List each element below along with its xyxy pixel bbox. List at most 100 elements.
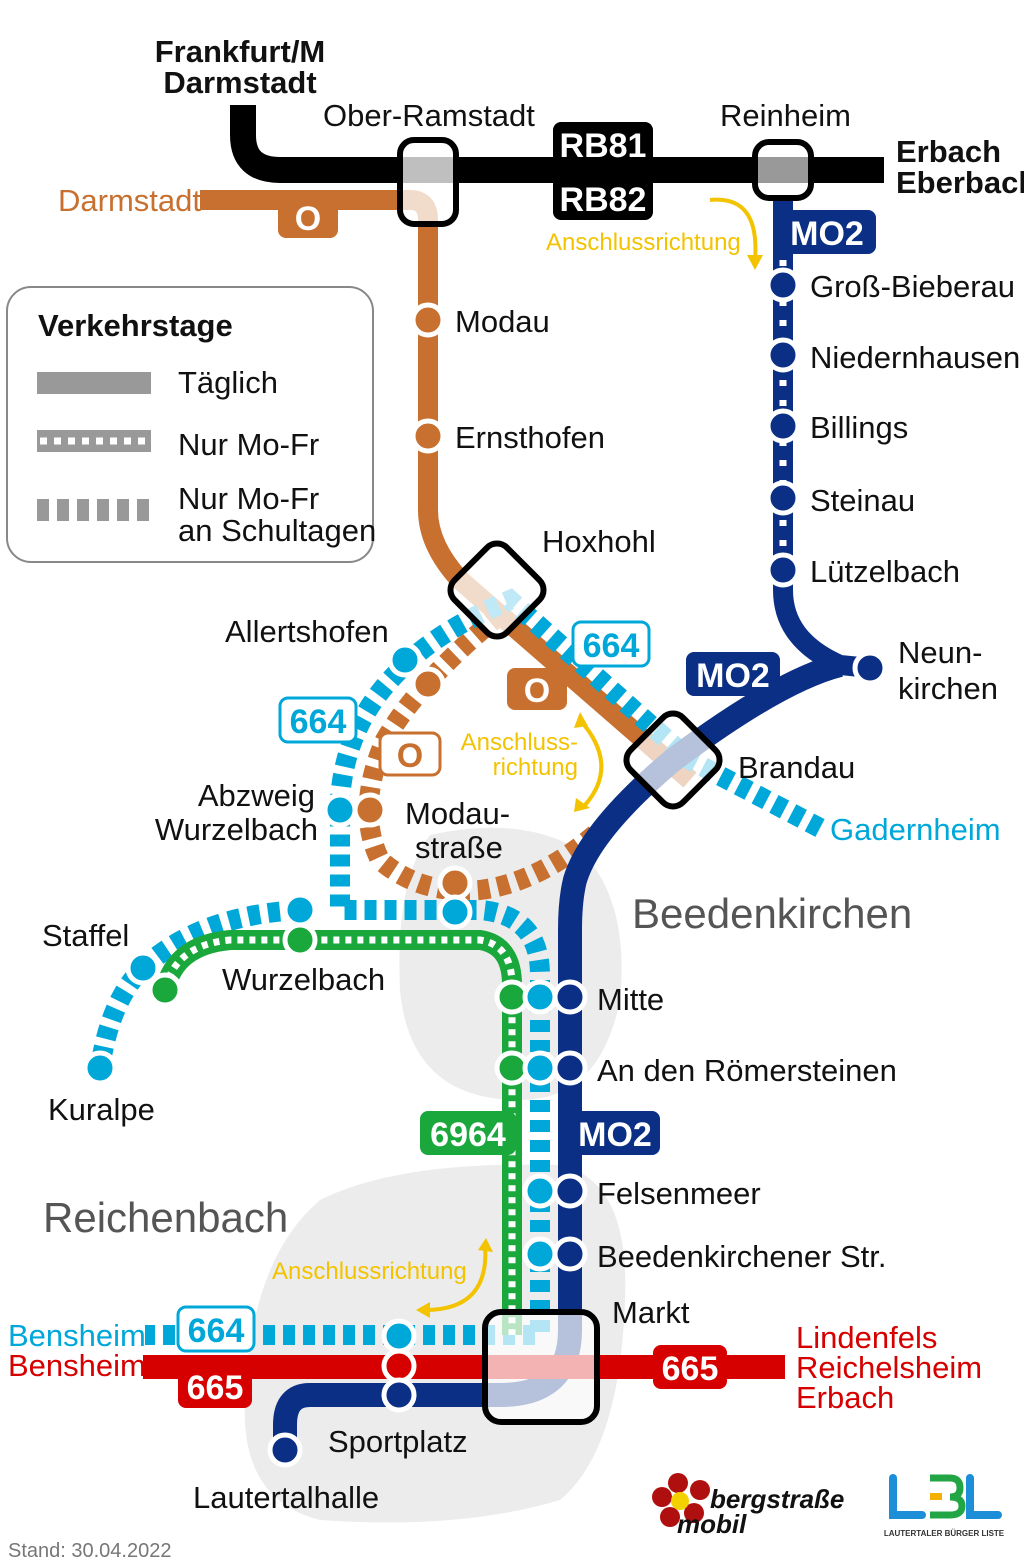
badge-mo2-top-bg <box>778 210 876 254</box>
stop-neunkirchen[interactable] <box>852 650 888 686</box>
label-brandau: Brandau <box>738 750 855 785</box>
label-wurzelbach: Wurzelbach <box>222 962 385 997</box>
lbl-logo-dot <box>930 1493 942 1500</box>
badge-664-left-bg <box>278 696 358 744</box>
label-gross-bieberau: Groß-Bieberau <box>810 269 1015 304</box>
label-beedenkirchener-str: Beedenkirchener Str. <box>597 1239 887 1274</box>
lbl-logo-b <box>930 1474 966 1519</box>
stop-luetzelbach[interactable] <box>765 552 801 588</box>
badge-664-brandau[interactable]: 664 <box>571 620 651 668</box>
stop-allertshofen-664[interactable] <box>387 642 423 678</box>
hint-brandau-2: richtung <box>493 754 578 781</box>
badge-6964-text: 6964 <box>430 1116 506 1154</box>
logo-bergstrasse-text: bergstraße <box>710 1484 844 1514</box>
rail-dest-right-2: Eberbach <box>896 165 1024 200</box>
badge-o-top-text: O <box>295 200 321 238</box>
legend-swatch-daily <box>37 372 151 394</box>
stop-modaustrasse[interactable] <box>437 865 473 901</box>
badge-664-bottom-text: 664 <box>188 1312 245 1350</box>
badge-rb81-bg <box>553 122 653 166</box>
badge-664-bottom[interactable]: 664 <box>176 1305 256 1353</box>
label-lautertalhalle: Lautertalhalle <box>193 1480 379 1515</box>
logo-mobil-text: mobil <box>677 1509 747 1539</box>
badge-6964[interactable]: 6964 <box>420 1111 516 1155</box>
stop-kuralpe[interactable] <box>82 1050 118 1086</box>
badge-rb81-text: RB81 <box>560 127 647 165</box>
legend: Verkehrstage Täglich Nur Mo-Fr Nur Mo-Fr… <box>6 286 376 563</box>
stop-beedenkirchener-mo2[interactable] <box>552 1236 588 1272</box>
arrow-reinheim <box>709 197 758 261</box>
hint-reinheim: Anschlussrichtung <box>546 229 741 256</box>
arrow-brandau <box>578 718 604 807</box>
label-hoxhohl: Hoxhohl <box>542 524 656 559</box>
badge-rb82[interactable]: RB82 <box>553 176 653 220</box>
logo-flower-petal <box>684 1503 704 1523</box>
lbl-logo-subtitle: LAUTERTALER BÜRGER LISTE <box>884 1529 1005 1538</box>
badge-mo2-top[interactable]: MO2 <box>778 210 876 254</box>
badge-rb81[interactable]: RB81 <box>553 122 653 166</box>
arrowhead-markt-up <box>478 1238 493 1252</box>
stop-wurzelbach-6964[interactable] <box>282 922 318 958</box>
stop-staffel-6964[interactable] <box>147 972 183 1008</box>
badge-mo2-low-bg <box>570 1111 660 1155</box>
stop-beedenkirchener-664[interactable] <box>522 1236 558 1272</box>
bergstrasse-mobil-logo: bergstraße mobil <box>652 1473 844 1539</box>
badge-665-left[interactable]: 665 <box>178 1364 252 1408</box>
label-abzweig-wurzelbach-2: Wurzelbach <box>155 812 318 847</box>
stop-lautertalhalle[interactable] <box>267 1432 303 1468</box>
badge-rb82-bg <box>553 176 653 220</box>
stop-felsenmeer-664[interactable] <box>522 1173 558 1209</box>
stop-felsenmeer-mo2[interactable] <box>552 1173 588 1209</box>
badge-o-top-bg <box>278 196 338 238</box>
badge-665-right[interactable]: 665 <box>653 1345 727 1389</box>
badge-mo2-low[interactable]: MO2 <box>570 1111 660 1155</box>
stop-modau[interactable] <box>410 302 446 338</box>
stop-wurzelbach-664[interactable] <box>282 892 318 928</box>
arrow-markt <box>424 1244 488 1312</box>
stop-modaustrasse-664[interactable] <box>437 894 473 930</box>
badge-664-left[interactable]: 664 <box>278 696 358 744</box>
legend-label-schooldays-2: an Schultagen <box>178 513 376 548</box>
rail-line <box>230 105 884 183</box>
stop-mitte-664[interactable] <box>522 979 558 1015</box>
stop-ernsthofen[interactable] <box>410 418 446 454</box>
stop-staffel-664[interactable] <box>125 950 161 986</box>
interchange-hoxhohl[interactable] <box>445 538 550 643</box>
badge-mo2-mid-bg <box>686 652 780 696</box>
legend-label-weekdays: Nur Mo-Fr <box>178 427 319 462</box>
badge-o-left[interactable]: O <box>378 731 442 777</box>
stop-mitte-mo2[interactable] <box>552 979 588 1015</box>
stop-gross-bieberau[interactable] <box>765 267 801 303</box>
stop-billings[interactable] <box>765 408 801 444</box>
badge-o-mid[interactable]: O <box>507 668 567 710</box>
interchange-markt[interactable] <box>482 1309 600 1425</box>
stop-niedernhausen[interactable] <box>765 337 801 373</box>
area-beedenkirchen: Beedenkirchen <box>632 890 912 937</box>
stop-allertshofen-o[interactable] <box>410 666 446 702</box>
stop-sportplatz-665[interactable] <box>381 1348 417 1384</box>
badge-mo2-mid[interactable]: MO2 <box>686 652 780 696</box>
badge-664-brandau-bg <box>571 620 651 668</box>
stop-steinau[interactable] <box>765 480 801 516</box>
interchange-ober-ramstadt[interactable] <box>397 137 459 227</box>
logo-flower-petal <box>690 1480 710 1500</box>
stop-abzweig-wurzelbach-664[interactable] <box>322 792 358 828</box>
area-reichenbach: Reichenbach <box>43 1194 288 1241</box>
stop-abzweig-wurzelbach-o[interactable] <box>352 792 388 828</box>
stop-sportplatz-664[interactable] <box>381 1318 417 1354</box>
rail-dest-top-2: Darmstadt <box>163 65 316 100</box>
label-modaustrasse-1: Modau- <box>405 796 510 831</box>
rail-dest-top-1: Frankfurt/M <box>155 34 326 69</box>
interchange-reinheim[interactable] <box>752 139 814 201</box>
stop-roemersteine-664[interactable] <box>522 1050 558 1086</box>
stop-sportplatz-mo2[interactable] <box>381 1377 417 1413</box>
badge-6964-bg <box>420 1111 516 1155</box>
legend-box <box>6 286 374 563</box>
label-niedernhausen: Niedernhausen <box>810 340 1020 375</box>
label-neunkirchen-2: kirchen <box>898 671 998 706</box>
interchange-brandau[interactable] <box>621 708 726 813</box>
badge-o-top[interactable]: O <box>278 196 338 238</box>
badge-o-mid-text: O <box>524 672 550 710</box>
badge-665-left-bg <box>178 1364 252 1408</box>
stop-roemersteine-mo2[interactable] <box>552 1050 588 1086</box>
